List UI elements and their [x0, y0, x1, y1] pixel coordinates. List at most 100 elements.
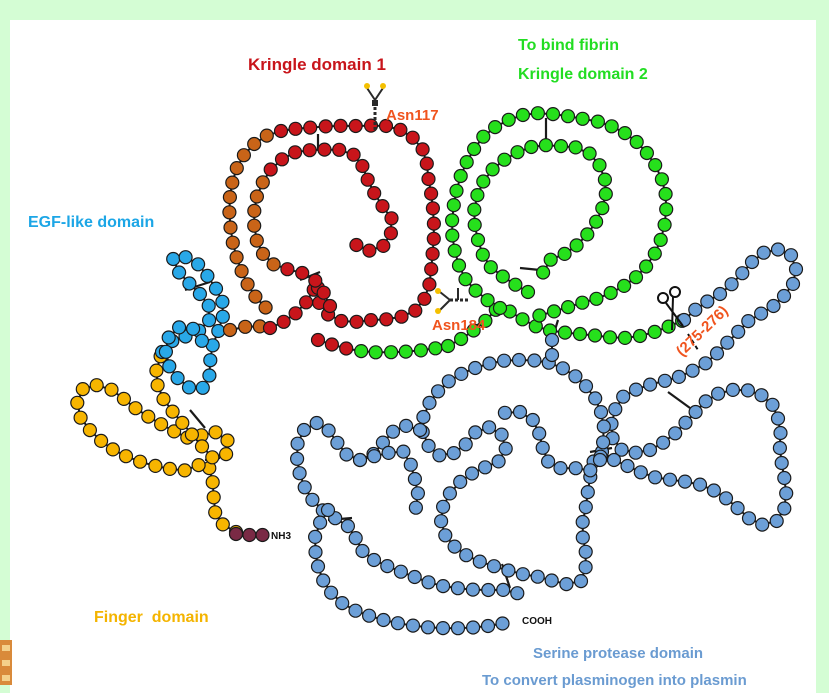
- egf-bead: [172, 320, 187, 335]
- serine-bead: [740, 383, 756, 398]
- kringle1-bead: [424, 262, 439, 277]
- n-terminal-bead: [242, 527, 257, 543]
- kringle1-bead: [422, 277, 437, 292]
- serine-bead: [706, 483, 722, 498]
- kringle2-bead: [515, 107, 531, 123]
- kringle1-bead: [288, 306, 303, 321]
- serine-bead: [348, 530, 363, 546]
- kringle2-bead: [580, 227, 595, 242]
- serine-bead: [482, 356, 497, 371]
- kringle1-bead: [288, 121, 303, 136]
- kringle2-bead: [572, 326, 588, 342]
- kringle1-bead: [375, 199, 390, 214]
- serine-bead: [776, 288, 792, 304]
- serine-bead: [501, 563, 516, 578]
- serine-bead: [432, 448, 447, 463]
- serine-bead: [685, 363, 700, 378]
- kringle1-bead: [222, 322, 238, 338]
- serine-bead: [436, 578, 451, 594]
- kringle1-bead: [266, 257, 281, 272]
- serine-bead: [468, 425, 483, 440]
- serine-bead: [438, 528, 453, 543]
- kringle1-bead: [405, 130, 420, 145]
- serine-bead: [698, 356, 713, 371]
- kringle2-bead: [587, 328, 603, 343]
- serine-bead: [453, 474, 468, 489]
- kringle2-bead: [604, 119, 619, 134]
- kringle1-bead: [295, 265, 310, 281]
- serine-bead: [633, 465, 648, 480]
- serine-bead: [788, 262, 804, 277]
- serine-bead: [442, 486, 457, 501]
- kringle2-bead: [466, 323, 481, 338]
- serine-bead: [459, 548, 474, 563]
- serine-bead: [628, 382, 644, 397]
- kringle1-bead: [384, 211, 399, 226]
- serine-bead: [774, 455, 789, 471]
- kringle2-bead: [467, 202, 482, 217]
- kringle2-bead: [545, 106, 561, 122]
- serine-bead: [668, 426, 683, 441]
- serine-bead: [511, 352, 527, 368]
- serine-bead: [435, 620, 451, 636]
- kringle2-bead: [467, 141, 482, 157]
- kringle1-bead: [234, 264, 249, 279]
- serine-bead: [313, 515, 328, 530]
- serine-bead: [578, 544, 593, 559]
- serine-bead: [773, 425, 788, 441]
- kringle2-bead: [445, 213, 460, 228]
- serine-bead: [355, 543, 370, 559]
- serine-bead: [766, 298, 781, 314]
- kringle2-bead: [467, 217, 482, 232]
- kringle2-bead: [538, 138, 554, 153]
- kringle1-bead: [334, 313, 349, 329]
- egf-bead: [194, 333, 209, 348]
- kringle1-bead: [349, 237, 364, 253]
- kringle2-bead: [629, 134, 644, 150]
- kringle2-bead: [575, 111, 590, 126]
- kringle2-bead: [485, 162, 500, 177]
- serine-bead: [532, 426, 547, 441]
- linker-bead: [398, 344, 413, 359]
- serine-bead: [496, 582, 511, 598]
- finger-bead: [162, 461, 177, 476]
- serine-bead: [578, 379, 594, 394]
- finger-label: Finger domain: [94, 609, 209, 626]
- kringle2-bead: [653, 232, 668, 247]
- cooh-label: COOH: [522, 616, 552, 627]
- serine-bead: [662, 472, 678, 487]
- kringle1-bead: [229, 250, 244, 265]
- kringle2-bead: [495, 269, 510, 284]
- serine-bead: [530, 569, 545, 584]
- kringle2-bead: [553, 139, 569, 154]
- serine-bead: [535, 440, 550, 455]
- kringle2-bead: [648, 158, 663, 173]
- kringle2-bead: [530, 106, 546, 121]
- kringle2-bead: [654, 172, 670, 187]
- kringle1-bead: [355, 158, 370, 174]
- serine-bead: [588, 391, 603, 406]
- disulfide-bond: [189, 409, 206, 429]
- serine-bead: [348, 603, 363, 618]
- serine-bead: [446, 446, 461, 461]
- serine-bead: [770, 242, 786, 257]
- serine-bead: [677, 474, 693, 489]
- kringle1-bead: [247, 203, 262, 218]
- finger-bead: [156, 392, 171, 407]
- n-terminal-bead: [228, 526, 244, 542]
- kringle2-bead: [440, 338, 456, 354]
- kringle1-bead: [276, 314, 291, 329]
- egf-bead: [195, 380, 210, 395]
- kringle1-bead: [225, 175, 240, 190]
- serine-bead: [657, 373, 673, 388]
- serine-bead: [316, 573, 331, 588]
- kringle2-bead: [598, 186, 613, 202]
- kringle1-bead: [316, 285, 331, 300]
- linker-bead: [324, 337, 339, 352]
- kringle1-bead: [378, 118, 394, 134]
- kringle2-bead: [478, 313, 493, 328]
- serine-bead: [544, 347, 560, 363]
- serine-bead: [497, 353, 512, 368]
- kringle1-bead: [223, 220, 238, 235]
- finger-bead: [194, 439, 210, 454]
